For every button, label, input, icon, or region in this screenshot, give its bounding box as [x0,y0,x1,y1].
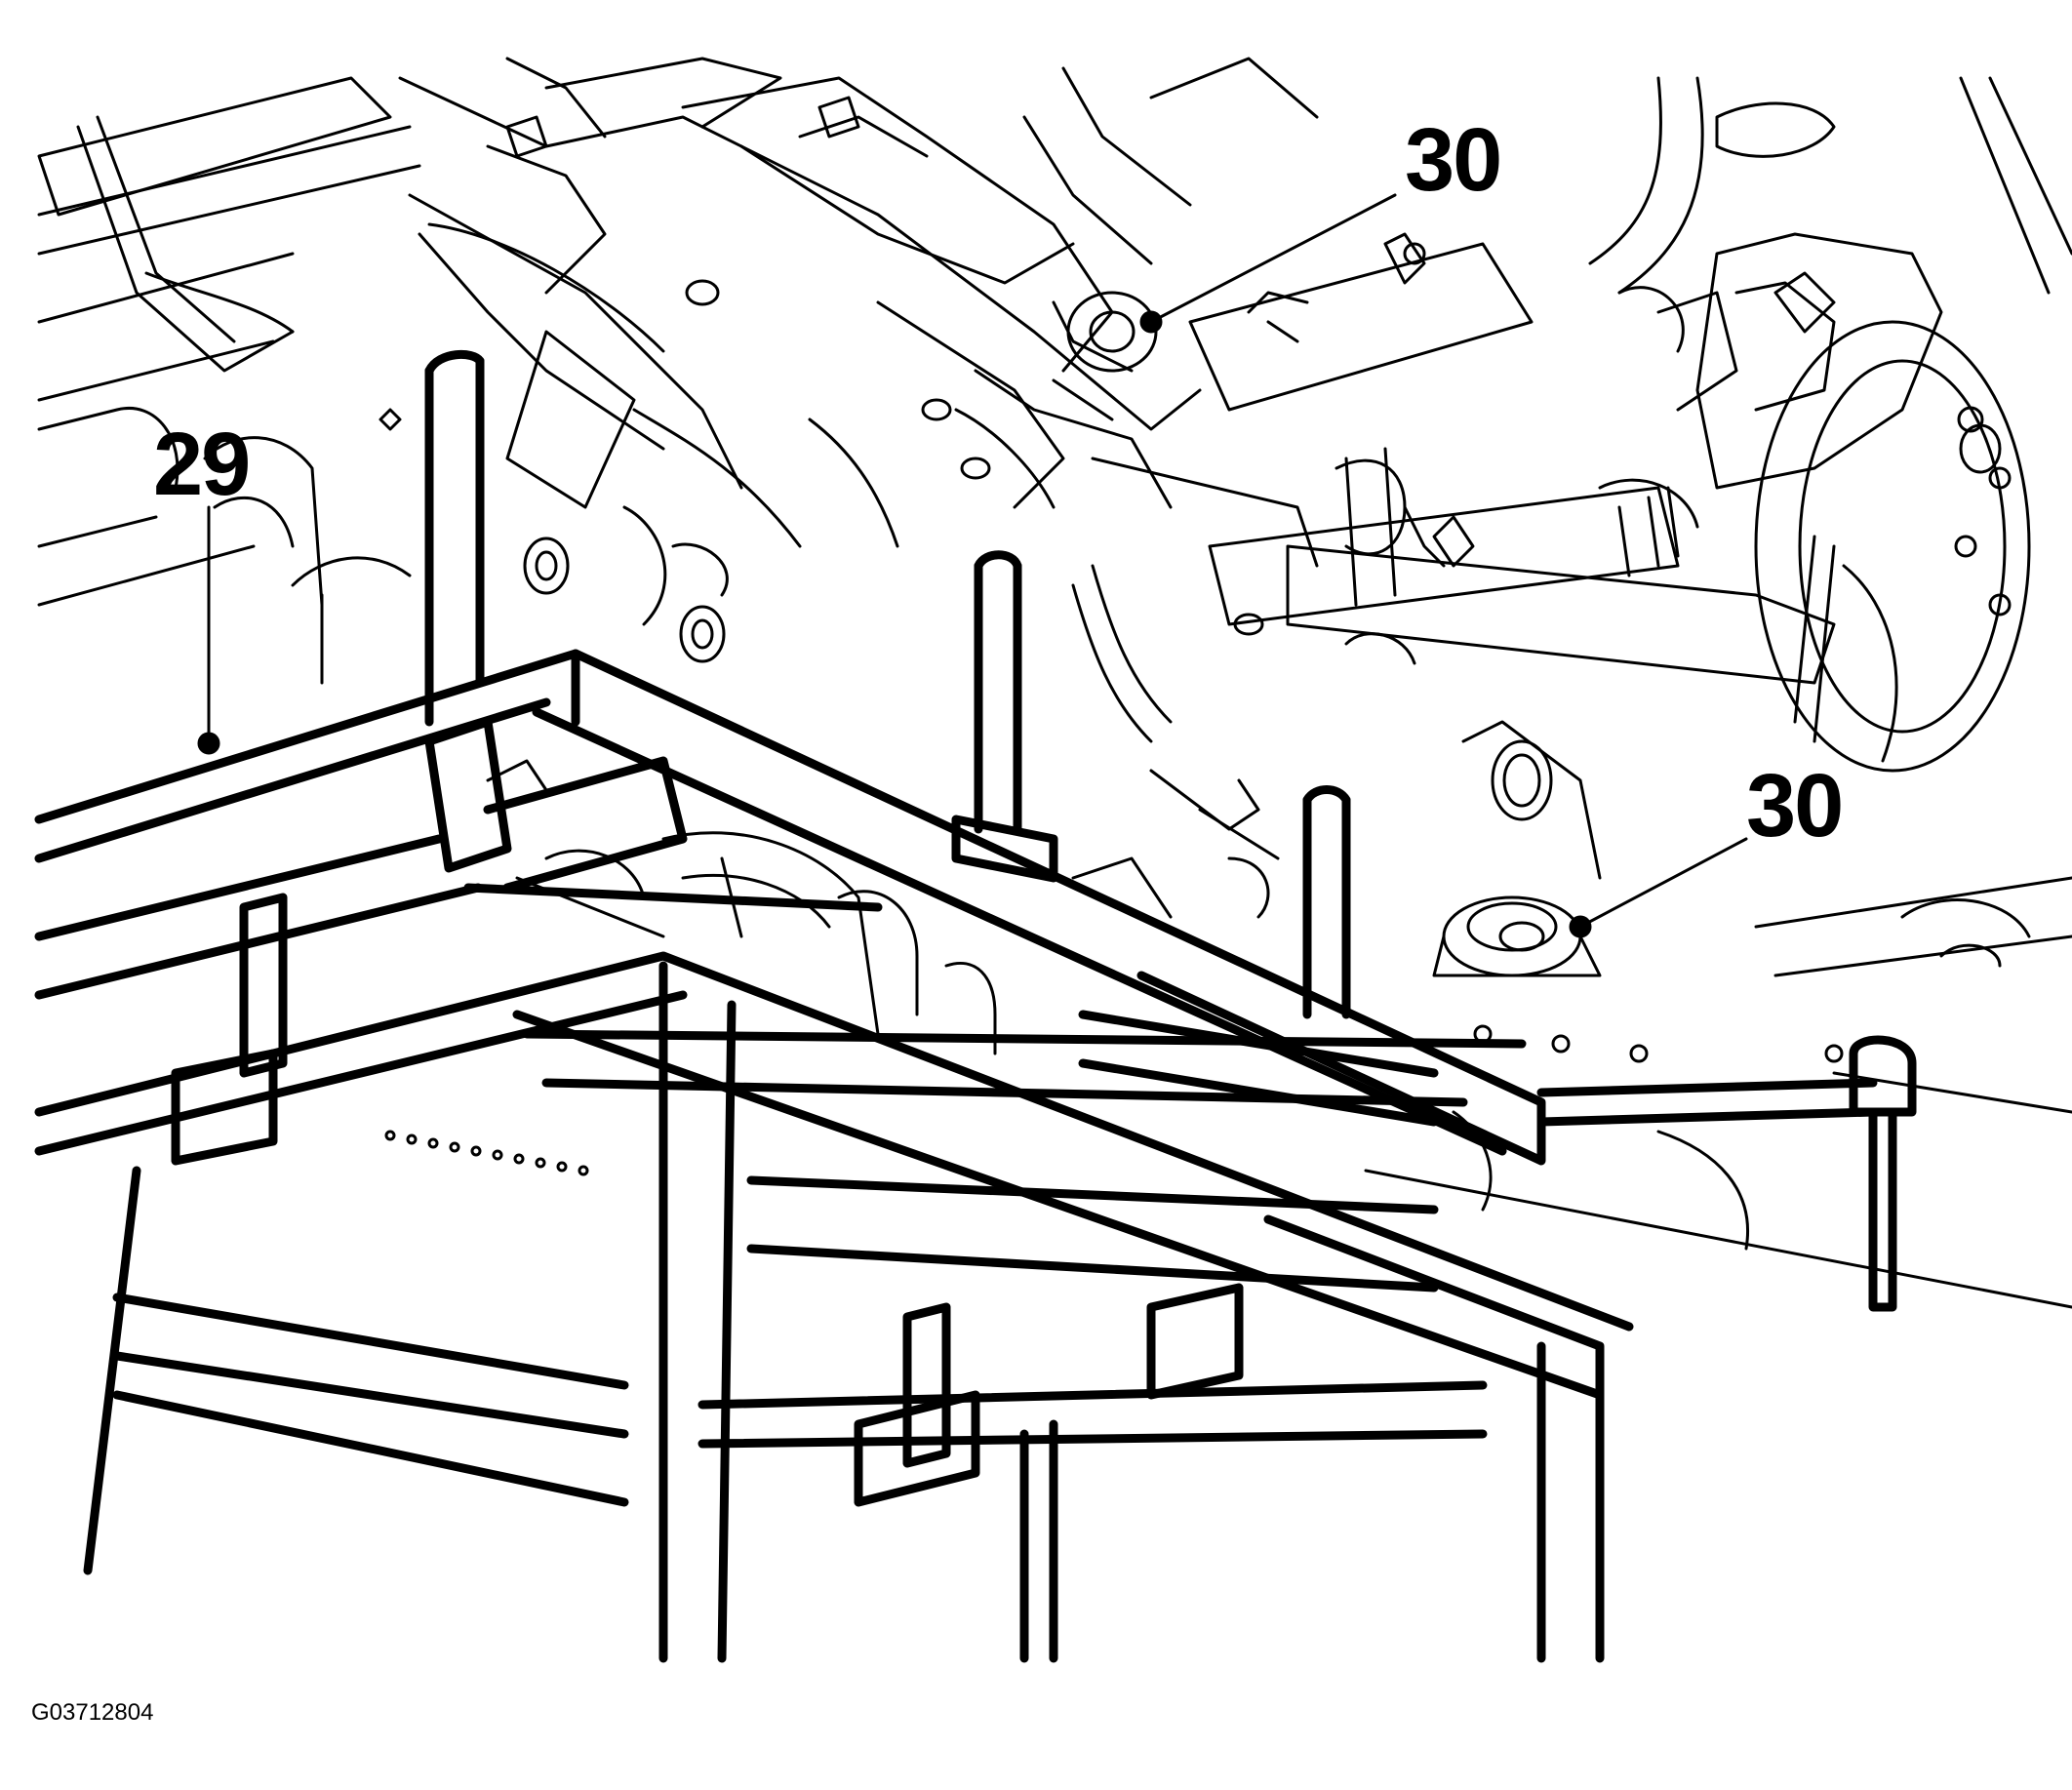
leader-30a-dot [1139,310,1163,334]
callout-30-upper: 30 [1405,110,1502,210]
support-fixture [34,349,1917,1663]
callout-leaders [197,193,1748,938]
figure-id: G03712804 [31,1699,154,1726]
leader-29-dot [197,732,220,755]
leader-30a [1149,193,1397,324]
vehicle-underbody [37,57,2072,1309]
leader-30b [1578,837,1748,929]
hole-row [384,1130,589,1176]
callout-30-lower: 30 [1746,756,1844,855]
leader-30b-dot [1569,915,1592,938]
callout-29: 29 [153,415,251,514]
